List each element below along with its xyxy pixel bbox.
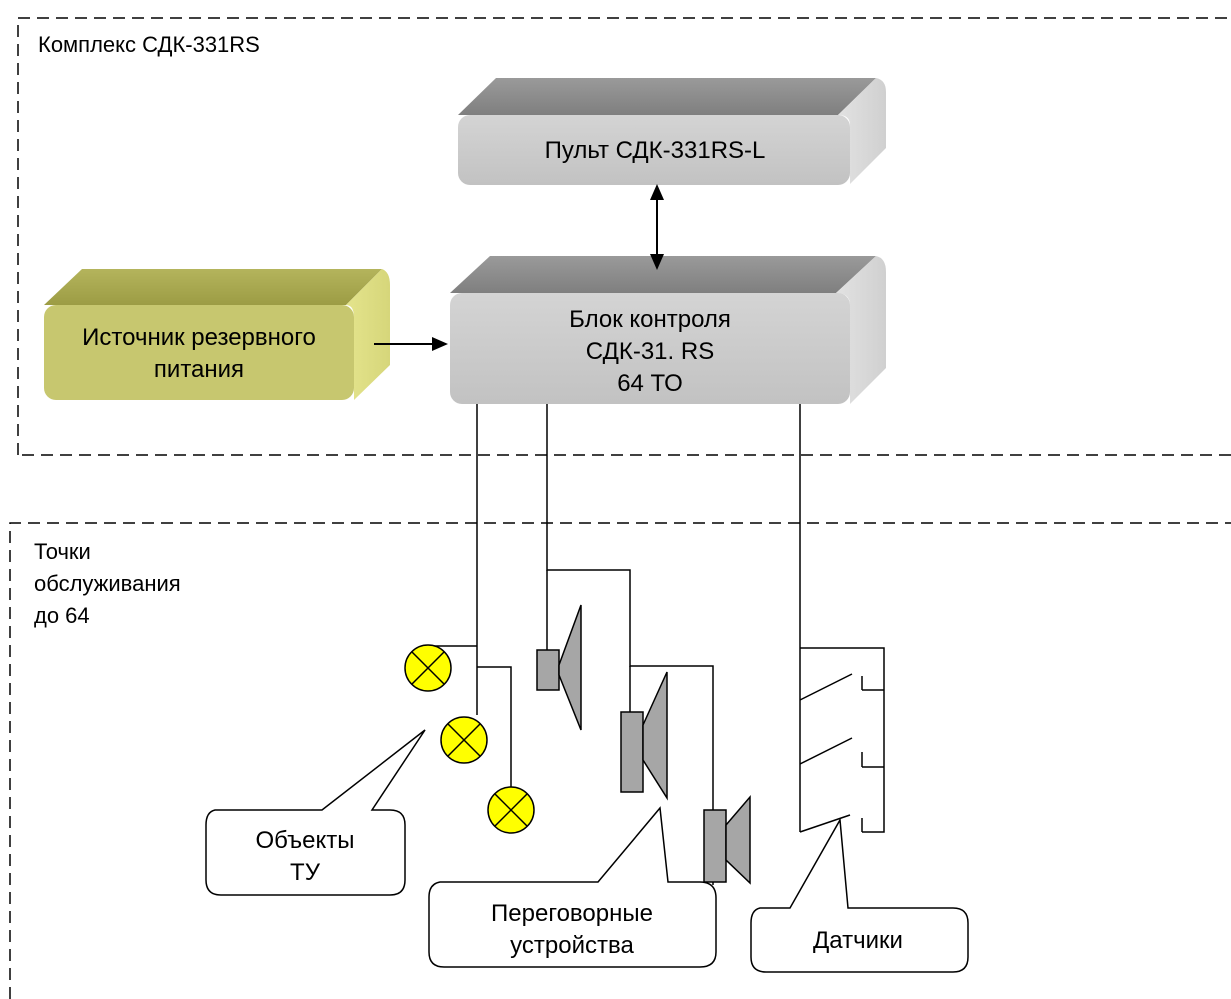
complex-title: Комплекс СДК-331RS — [38, 32, 260, 57]
console-control-link — [650, 184, 664, 270]
lamp-2 — [440, 716, 488, 764]
backup-power-line-1: Источник резервного — [82, 324, 316, 351]
callout-sensors: Датчики — [750, 817, 969, 973]
callout-objects-line-2: ТУ — [290, 859, 321, 886]
service-points-frame: Точки обслуживания до 64 — [9, 522, 1231, 999]
service-points-title-line-2: обслуживания — [34, 571, 181, 596]
speaker-3 — [703, 794, 751, 885]
backup-power-line-2: питания — [154, 356, 244, 383]
service-points-title-line-3: до 64 — [34, 603, 90, 628]
power-arrow — [374, 337, 448, 351]
console-block: Пульт СДК-331RS-L — [458, 78, 886, 185]
complex-frame: Комплекс СДК-331RS — [17, 17, 1231, 456]
speaker-2 — [620, 671, 668, 801]
speaker-1 — [536, 604, 582, 731]
lamp-3 — [487, 786, 535, 834]
callout-intercoms-line-2: устройства — [510, 932, 634, 959]
control-block-line-2: СДК-31. RS — [586, 338, 714, 365]
callout-intercoms-line-1: Переговорные — [491, 900, 653, 927]
callout-objects-line-1: Объекты — [256, 827, 355, 854]
backup-power-block: Источник резервного питания — [44, 269, 390, 400]
lamp-1 — [404, 644, 452, 692]
console-label: Пульт СДК-331RS-L — [545, 137, 766, 164]
control-block-line-3: 64 ТО — [617, 370, 683, 397]
control-block: Блок контроля СДК-31. RS 64 ТО — [450, 256, 886, 404]
callout-objects: Объекты ТУ — [205, 729, 426, 896]
control-block-line-1: Блок контроля — [569, 306, 731, 333]
callout-sensors-label: Датчики — [813, 927, 903, 954]
service-points-title-line-1: Точки — [34, 539, 91, 564]
sensor-switches — [799, 673, 853, 833]
callout-intercoms: Переговорные устройства — [428, 806, 717, 968]
